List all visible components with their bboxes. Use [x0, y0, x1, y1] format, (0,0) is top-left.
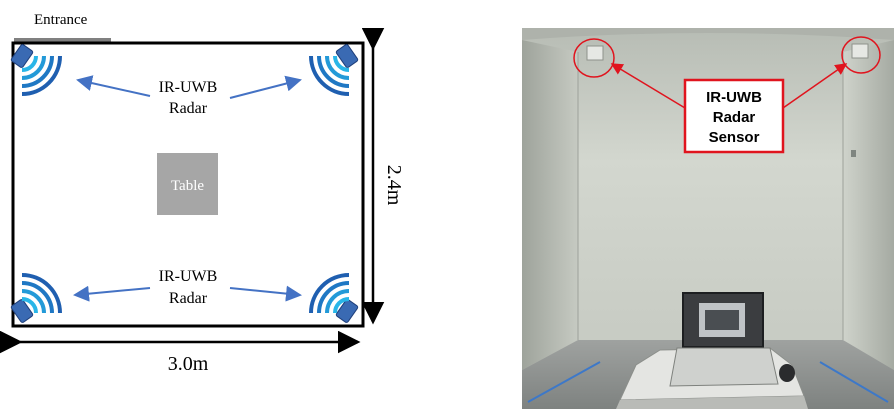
- table-label: Table: [171, 178, 204, 194]
- wave-signal-icon: [20, 54, 62, 96]
- sensor-callout-line1: IR-UWB: [706, 89, 762, 106]
- sensor-callout-box: [683, 78, 785, 154]
- mouse: [779, 364, 795, 382]
- radar-label-bottom-line2: Radar: [169, 290, 208, 307]
- arrow-top-right: [229, 75, 302, 99]
- radar-top-left: [10, 44, 62, 96]
- right-wall: [843, 40, 894, 370]
- radar-bottom-right: [309, 273, 359, 323]
- radar-label-top-line1: IR-UWB: [159, 79, 218, 96]
- wall-fixture: [851, 150, 856, 157]
- arrow-bottom-right: [229, 285, 302, 302]
- sensor-callout-line2: Radar: [713, 109, 756, 126]
- sensor-highlight-left: [573, 38, 615, 78]
- entrance-bar: [14, 38, 111, 43]
- laptop-keyboard: [669, 347, 779, 387]
- floor-plan: Entrance Table IR-UWB Radar IR-UWB Radar: [0, 12, 405, 375]
- radar-label-bottom-line1: IR-UWB: [159, 268, 218, 285]
- radar-label-top-line2: Radar: [169, 100, 208, 117]
- ceiling: [522, 28, 894, 40]
- radar-sensor-icon: [335, 299, 359, 323]
- radar-sensor-right-device: [851, 43, 869, 59]
- height-label: 2.4m: [383, 165, 405, 206]
- left-wall: [522, 40, 578, 370]
- laptop-display-window: [705, 310, 739, 330]
- radar-top-right: [309, 44, 359, 96]
- callout-arrow-right: [782, 63, 848, 109]
- width-label: 3.0m: [168, 353, 209, 375]
- entrance-label: Entrance: [34, 12, 88, 28]
- radar-sensor-left-device: [586, 45, 604, 61]
- radar-sensor-icon: [335, 44, 359, 68]
- radar-bottom-left: [10, 273, 62, 323]
- table: [157, 153, 218, 215]
- radar-sensor-icon: [10, 299, 34, 323]
- desk-front: [616, 396, 808, 409]
- room-photo: IR-UWB Radar Sensor: [522, 28, 894, 409]
- radar-sensor-icon: [10, 44, 34, 68]
- arrow-bottom-left: [73, 285, 151, 302]
- sensor-highlight-right: [841, 36, 881, 74]
- floor-tape-right: [819, 361, 889, 403]
- sensor-callout-line3: Sensor: [709, 129, 760, 146]
- floor-tape-left: [527, 361, 601, 403]
- callout-arrow-left: [610, 63, 686, 109]
- arrow-top-left: [76, 75, 151, 97]
